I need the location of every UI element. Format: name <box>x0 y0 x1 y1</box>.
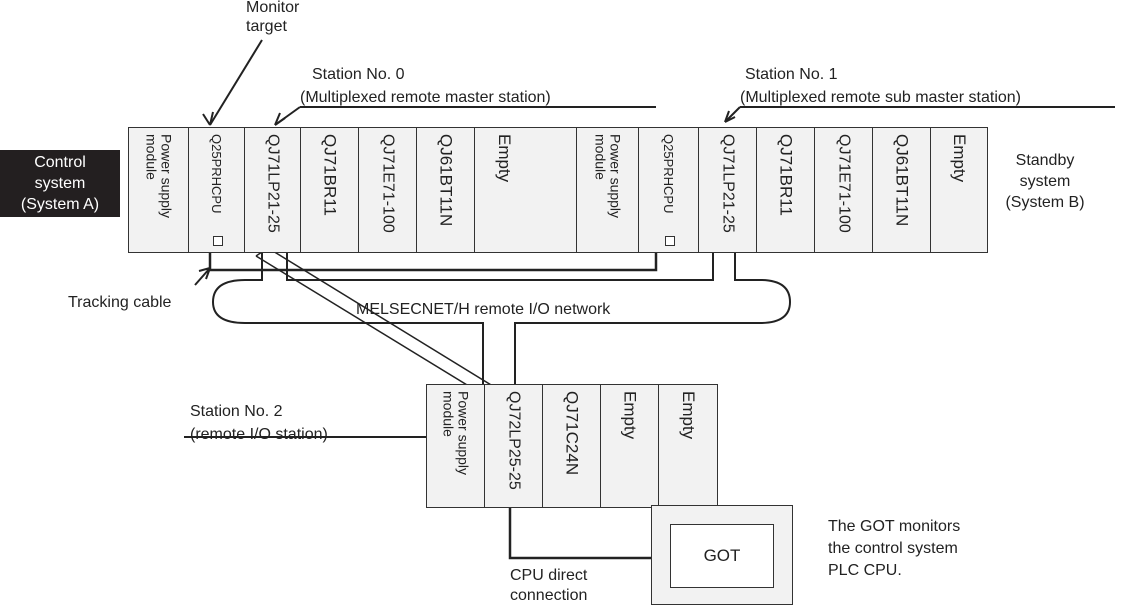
got-terminal: GOT <box>651 505 793 605</box>
station1-role-label: (Multiplexed remote sub master station) <box>740 89 1021 106</box>
module-label: QJ71E71-100 <box>379 134 397 233</box>
slot-network: QJ71LP21-25 <box>245 128 301 252</box>
monitor-target-arrowhead <box>202 111 214 126</box>
monitor-target-arrow <box>209 39 263 126</box>
rack-system-b: Power supply module Q25PRHCPU QJ71LP21-2… <box>576 127 988 253</box>
cpu-port <box>665 236 675 246</box>
cpu-port <box>213 236 223 246</box>
slot-module: QJ61BT11N <box>417 128 475 252</box>
slot-power-supply: Power supply module <box>577 128 639 252</box>
tracking-cable-arrow <box>194 267 211 286</box>
station0-arrowhead <box>274 112 286 126</box>
slot-power-supply: Power supply module <box>427 385 485 507</box>
slot-network: QJ71LP21-25 <box>699 128 757 252</box>
station2-role-label: (remote I/O station) <box>190 426 328 443</box>
module-label: QJ71LP21-25 <box>719 134 737 233</box>
module-label: Empty <box>679 391 698 440</box>
module-label: QJ72LP25-25 <box>505 391 523 490</box>
slot-module: QJ61BT11N <box>873 128 931 252</box>
station1-arrowhead <box>724 110 736 123</box>
slot-cpu: Q25PRHCPU <box>639 128 699 252</box>
module-label: Power supply module <box>592 134 624 219</box>
station0-label: Station No. 0 <box>312 66 405 83</box>
monitor-target-label: Monitor target <box>246 0 300 35</box>
network-ring-left <box>211 252 484 384</box>
slot-module: QJ71BR11 <box>301 128 359 252</box>
network-label: MELSECNET/H remote I/O network <box>356 301 611 318</box>
slot-network: QJ72LP25-25 <box>485 385 543 507</box>
got-note-label: The GOT monitors the control system PLC … <box>828 518 961 579</box>
station1-label: Station No. 1 <box>745 66 838 83</box>
cpu-direct-label: CPU direct connection <box>510 567 588 604</box>
network-link-a-b <box>286 252 714 281</box>
module-label: QJ61BT11N <box>436 134 456 227</box>
slot-module: QJ71BR11 <box>757 128 815 252</box>
module-label: Empty <box>495 134 514 183</box>
station0-role-label: (Multiplexed remote master station) <box>300 89 551 106</box>
slot-module: QJ71E71-100 <box>359 128 417 252</box>
got-screen: GOT <box>670 524 774 588</box>
station1-leader <box>724 106 1115 123</box>
slot-module: QJ71E71-100 <box>815 128 873 252</box>
slot-empty: Empty <box>475 128 533 252</box>
module-label: QJ71C24N <box>562 391 582 476</box>
module-label: QJ71BR11 <box>776 134 796 216</box>
rack-remote-io: Power supply module QJ72LP25-25 QJ71C24N… <box>426 384 718 508</box>
module-label: Q25PRHCPU <box>661 134 676 214</box>
module-label: QJ71BR11 <box>320 134 340 216</box>
slot-empty: Empty <box>659 385 717 507</box>
module-label: QJ61BT11N <box>892 134 912 227</box>
slot-module: QJ71C24N <box>543 385 601 507</box>
tracking-cable <box>208 252 658 272</box>
station2-label: Station No. 2 <box>190 403 283 420</box>
tracking-cable-label: Tracking cable <box>68 294 172 311</box>
module-label: Q25PRHCPU <box>209 134 224 214</box>
slot-empty: Empty <box>931 128 987 252</box>
module-label: QJ71E71-100 <box>835 134 853 233</box>
module-label: Power supply module <box>143 134 175 219</box>
cpu-direct-cable <box>508 506 653 560</box>
module-label: Empty <box>620 391 640 440</box>
module-label: Power supply module <box>440 391 472 476</box>
control-system-label: Control system (System A) <box>0 150 120 217</box>
station0-leader <box>274 106 656 126</box>
network-ring-right <box>514 252 792 384</box>
slot-empty: Empty <box>601 385 659 507</box>
slot-power-supply: Power supply module <box>129 128 189 252</box>
module-label: Empty <box>950 134 969 183</box>
standby-system-label: Standby system (System B) <box>1005 152 1085 211</box>
slot-cpu: Q25PRHCPU <box>189 128 245 252</box>
module-label: QJ71LP21-25 <box>264 134 282 233</box>
